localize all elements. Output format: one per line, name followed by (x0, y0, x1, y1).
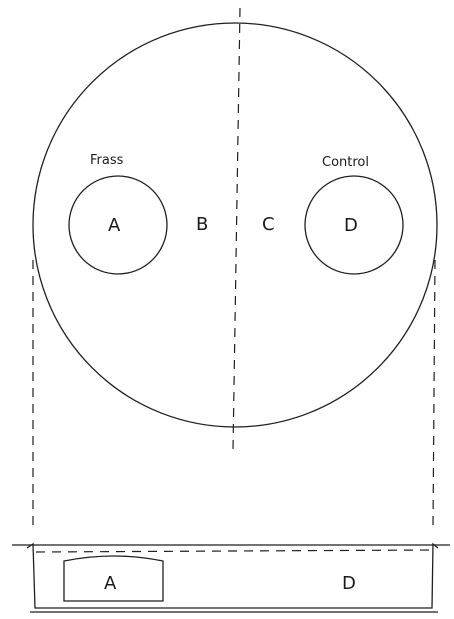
zone-a-label: A (108, 215, 121, 236)
zone-b-label: B (196, 214, 208, 235)
side-view: A D (12, 542, 450, 613)
arena-circle (32, 22, 438, 428)
arena-midline (232, 7, 241, 451)
frass-chamber-circle (68, 175, 168, 275)
side-view-frass-cup (63, 555, 164, 602)
side-zone-d-label: D (342, 573, 356, 594)
frass-label: Frass (90, 153, 124, 168)
control-label: Control (322, 155, 369, 170)
projection-line-right (432, 259, 436, 529)
side-view-surface (35, 549, 433, 553)
zone-d-label: D (344, 215, 358, 236)
control-chamber-circle (304, 175, 404, 275)
side-zone-a-label: A (104, 573, 117, 594)
side-view-dish (26, 542, 439, 609)
zone-c-label: C (262, 214, 275, 235)
